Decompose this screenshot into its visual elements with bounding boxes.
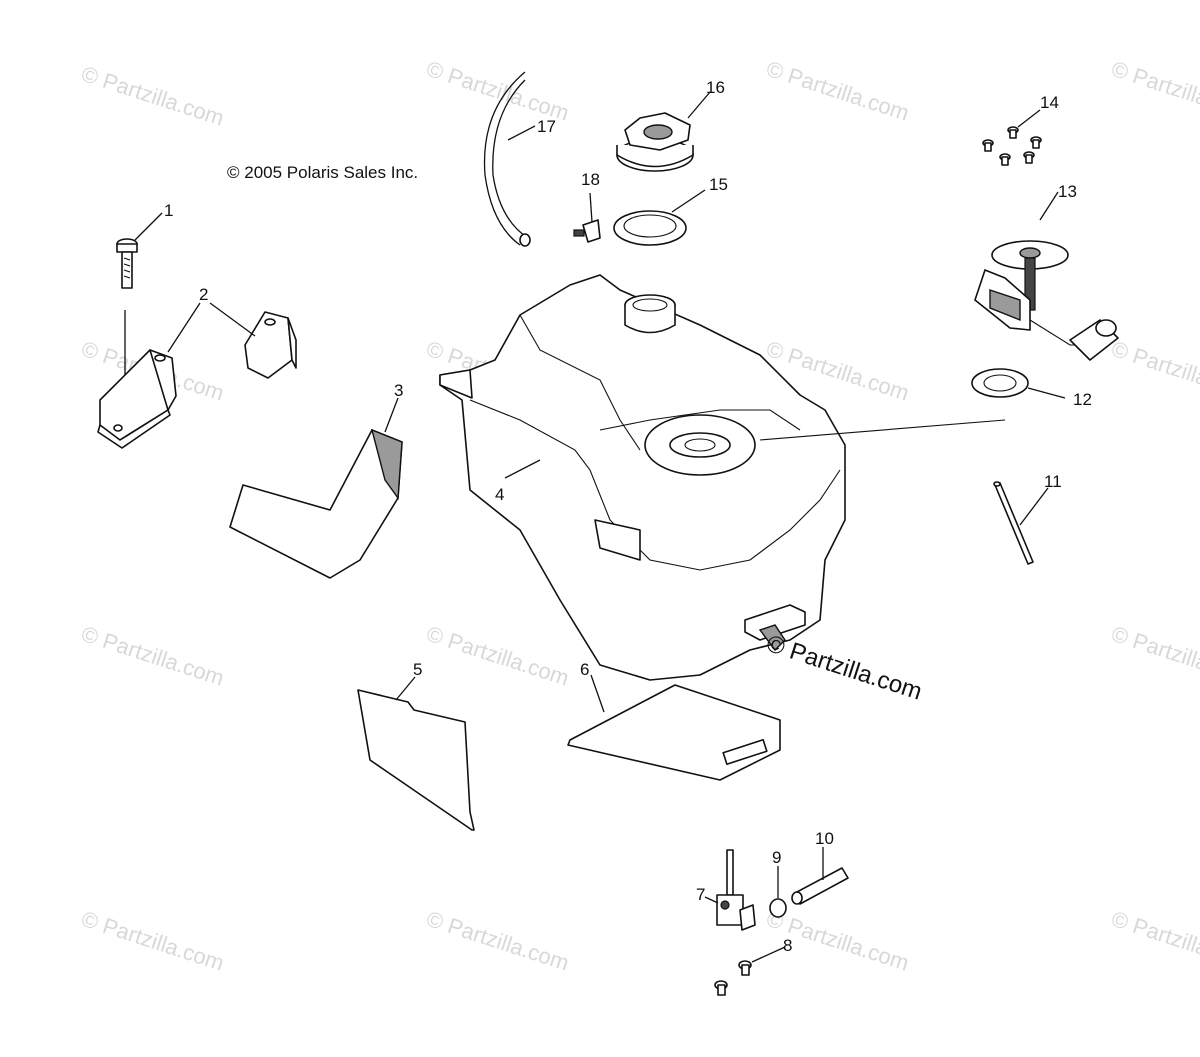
callout-7: 7 — [696, 885, 705, 904]
callout-1: 1 — [164, 201, 173, 220]
watermark-center: © Partzilla.com — [763, 630, 925, 706]
callout-4: 4 — [495, 485, 504, 504]
callout-16: 16 — [706, 78, 725, 97]
part-1-bolt — [116, 212, 163, 390]
part-6-pad — [567, 674, 781, 781]
part-8-screws — [714, 946, 786, 996]
watermark: © Partzilla.com — [763, 56, 912, 126]
callout-17: 17 — [537, 117, 556, 136]
callout-13: 13 — [1058, 182, 1077, 201]
part-13-fuel-sender — [974, 191, 1119, 361]
part-16-fuel-cap — [616, 91, 711, 172]
copyright-notice: © 2005 Polaris Sales Inc. — [227, 163, 418, 182]
part-9-plug — [769, 866, 787, 918]
part-2-brackets — [97, 302, 297, 449]
watermark: © Partzilla.com — [423, 56, 572, 126]
part-4-fuel-tank — [439, 274, 1006, 681]
part-12-gasket — [971, 368, 1066, 399]
watermark: © Partzilla.com — [423, 906, 572, 976]
callout-18: 18 — [581, 170, 600, 189]
watermark: © Partzilla.com — [1108, 906, 1200, 976]
part-11-rod — [993, 481, 1049, 565]
part-10-hose — [791, 847, 849, 905]
part-7-fuel-valve — [704, 849, 756, 931]
part-17-vent-hose — [483, 71, 536, 247]
watermark: © Partzilla.com — [78, 906, 227, 976]
part-15-ring — [613, 189, 706, 246]
watermark: © Partzilla.com — [78, 621, 227, 691]
part-3-pad — [229, 397, 403, 579]
callout-2: 2 — [199, 285, 208, 304]
callout-6: 6 — [580, 660, 589, 679]
part-5-panel — [357, 676, 475, 831]
part-14-screws — [982, 109, 1042, 166]
watermark: © Partzilla.com — [1108, 621, 1200, 691]
part-18-fitting — [573, 192, 601, 243]
callout-5: 5 — [413, 660, 422, 679]
callout-12: 12 — [1073, 390, 1092, 409]
callout-8: 8 — [783, 936, 792, 955]
watermark: © Partzilla.com — [78, 61, 227, 131]
callout-15: 15 — [709, 175, 728, 194]
callout-14: 14 — [1040, 93, 1059, 112]
watermark: © Partzilla.com — [423, 621, 572, 691]
callout-10: 10 — [815, 829, 834, 848]
watermark: © Partzilla.com — [1108, 336, 1200, 406]
callout-9: 9 — [772, 848, 781, 867]
callout-11: 11 — [1044, 472, 1062, 491]
watermark: © Partzilla.com — [1108, 56, 1200, 126]
callout-3: 3 — [394, 381, 403, 400]
callout-labels: 1 2 3 4 5 6 7 8 9 10 11 12 13 14 15 16 1… — [164, 78, 1092, 955]
